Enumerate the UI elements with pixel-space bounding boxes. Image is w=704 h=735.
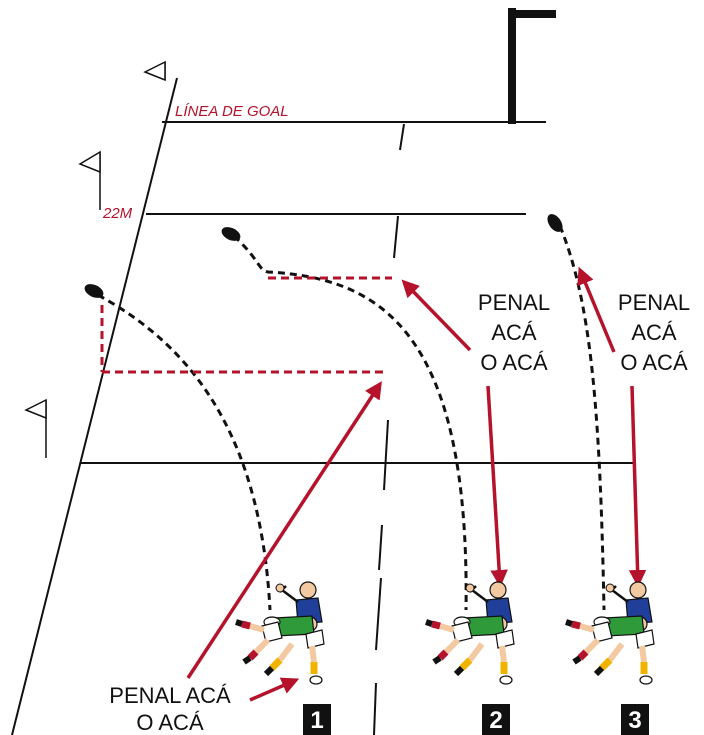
tackle-illustration-2 (426, 582, 514, 684)
trajectory-1 (97, 293, 272, 611)
arrow-3-up (577, 266, 616, 353)
trajectory-3 (558, 225, 606, 611)
arrow-3-down (628, 385, 647, 588)
arrow-2-down (486, 385, 508, 588)
arrow-1-short (249, 677, 300, 702)
scenario-number: 1 (310, 707, 323, 734)
arrow-2-up (401, 279, 472, 352)
scenario-number: 2 (489, 707, 502, 734)
callout-1-line2: O ACÁ (136, 710, 204, 735)
ball-icon (547, 214, 563, 232)
center-dash (373, 682, 377, 735)
center-dash (399, 123, 405, 151)
penalty-arrows (186, 266, 647, 702)
callout-2-line3: O ACÁ (480, 350, 548, 375)
flag-icon (24, 398, 47, 458)
ball-icon (84, 284, 104, 298)
scenario-badge-1: 1 (303, 704, 331, 735)
goal-post (508, 8, 556, 124)
tackle-illustration-1 (236, 582, 324, 684)
tackle-illustration-3 (566, 582, 654, 684)
callout-2-line2: ACÁ (491, 320, 537, 345)
callout-2-line1: PENAL (478, 290, 550, 315)
center-dash (393, 215, 399, 259)
scenario-badge-3: 3 (621, 704, 649, 735)
center-dash (383, 419, 389, 491)
callout-1-line1: PENAL ACÁ (109, 683, 231, 708)
flag-icon (78, 150, 101, 210)
callout-3-line1: PENAL (618, 290, 690, 315)
field-lines (11, 77, 634, 735)
ball-icon (221, 227, 241, 241)
arrow-1-long (186, 381, 382, 679)
penalty-marks (100, 276, 392, 374)
scenario-badge-2: 2 (482, 704, 510, 735)
trajectory-2 (232, 234, 468, 611)
center-dash (378, 524, 383, 571)
scenario-number: 3 (628, 707, 641, 734)
ball-trajectories (97, 225, 606, 611)
callout-3-line3: O ACÁ (620, 350, 688, 375)
goal-line-label: LÍNEA DE GOAL (175, 103, 289, 120)
touch-line (11, 77, 178, 735)
center-dash (375, 577, 382, 651)
callout-3-line2: ACÁ (631, 320, 677, 345)
flag-icon (143, 60, 166, 82)
line-22m-label: 22M (102, 205, 133, 222)
